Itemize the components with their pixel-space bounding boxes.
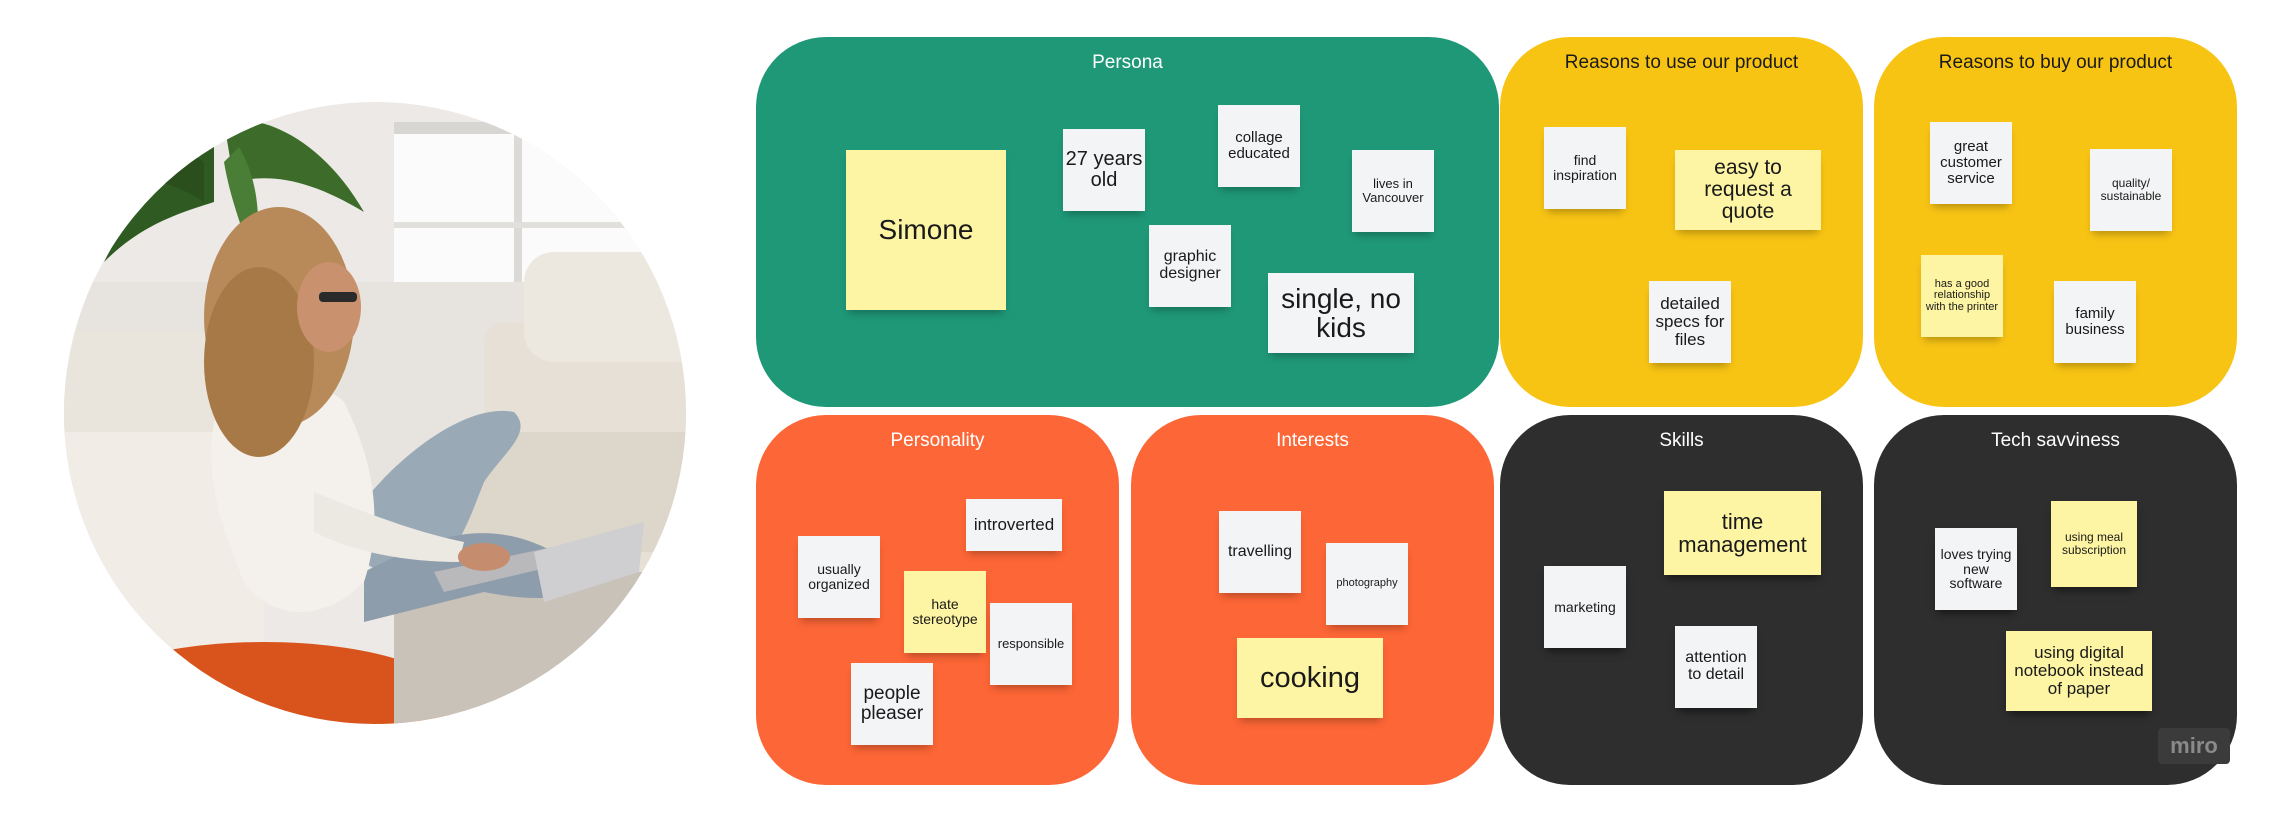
sticky-note[interactable]: using digital notebook instead of paper [2006,631,2152,711]
sticky-note[interactable]: lives in Vancouver [1352,150,1434,232]
sticky-note[interactable]: easy to request a quote [1675,150,1821,230]
panel-title: Reasons to buy our product [1938,52,2173,73]
sticky-note[interactable]: great customer service [1930,122,2012,204]
personality-panel: Personality introverted usually organize… [756,415,1119,785]
tech-savviness-panel: Tech savviness loves trying new software… [1874,415,2237,785]
sticky-note[interactable]: cooking [1237,638,1383,718]
panel-title: Tech savviness [1991,430,2120,451]
sticky-note[interactable]: collage educated [1218,105,1300,187]
sticky-note[interactable]: Simone [846,150,1006,310]
sticky-note[interactable]: has a good relationship with the printer [1921,255,2003,337]
sticky-note[interactable]: responsible [990,603,1072,685]
sticky-note[interactable]: single, no kids [1268,273,1414,353]
reasons-to-buy-panel: Reasons to buy our product great custome… [1874,37,2237,407]
sticky-note[interactable]: travelling [1219,511,1301,593]
sticky-note[interactable]: detailed specs for files [1649,281,1731,363]
sticky-note[interactable]: attention to detail [1675,626,1757,708]
sticky-note[interactable]: quality/ sustainable [2090,149,2172,231]
skills-panel: Skills time management marketing attenti… [1500,415,1863,785]
panel-title: Reasons to use our product [1564,52,1799,73]
sticky-note[interactable]: people pleaser [851,663,933,745]
sticky-note[interactable]: hate stereotype [904,571,986,653]
miro-watermark: miro [2158,728,2230,764]
sticky-note[interactable]: loves trying new software [1935,528,2017,610]
panel-title: Personality [890,430,985,451]
sticky-note[interactable]: using meal subscription [2051,501,2137,587]
sticky-note[interactable]: usually organized [798,536,880,618]
sticky-note[interactable]: 27 years old [1063,129,1145,211]
sticky-note[interactable]: family business [2054,281,2136,363]
panel-title: Interests [1276,430,1349,451]
sticky-note[interactable]: find inspiration [1544,127,1626,209]
sticky-note[interactable]: introverted [966,499,1062,551]
reasons-to-use-panel: Reasons to use our product find inspirat… [1500,37,1863,407]
panel-title: Skills [1659,430,1704,451]
interests-panel: Interests travelling photography cooking [1131,415,1494,785]
sticky-note[interactable]: marketing [1544,566,1626,648]
persona-photo [64,102,686,724]
sticky-note[interactable]: time management [1664,491,1821,575]
persona-panel: Persona Simone 27 years old collage educ… [756,37,1499,407]
sticky-note[interactable]: photography [1326,543,1408,625]
sticky-note[interactable]: graphic designer [1149,225,1231,307]
panel-title: Persona [1092,52,1163,73]
